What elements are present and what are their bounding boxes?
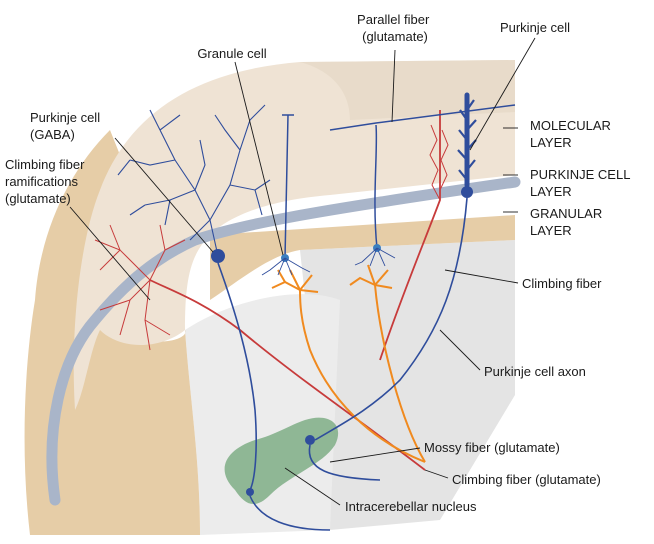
label-mossy-fiber: Mossy fiber (glutamate) xyxy=(424,440,560,455)
label-climbing-fiber-glutamate: Climbing fiber (glutamate) xyxy=(452,472,601,487)
label-granular-layer: GRANULAR LAYER xyxy=(530,206,606,238)
label-purkinje-cell-gaba: Purkinje cell (GABA) xyxy=(30,110,104,142)
nucleus-neuron-left xyxy=(246,488,254,496)
label-climbing-fiber: Climbing fiber xyxy=(522,276,602,291)
label-purkinje-cell-layer: PURKINJE CELL LAYER xyxy=(530,167,634,199)
label-purkinje-cell-top: Purkinje cell xyxy=(500,20,570,35)
purkinje-cell-right-body xyxy=(461,186,473,198)
nucleus-neuron-right xyxy=(305,435,315,445)
label-intracerebellar-nucleus: Intracerebellar nucleus xyxy=(345,499,477,514)
label-molecular-layer: MOLECULAR LAYER xyxy=(530,118,615,150)
purkinje-cell-left-body xyxy=(211,249,225,263)
label-parallel-fiber: Parallel fiber (glutamate) xyxy=(357,12,433,44)
label-purkinje-cell-axon: Purkinje cell axon xyxy=(484,364,586,379)
label-granule-cell: Granule cell xyxy=(197,46,266,61)
